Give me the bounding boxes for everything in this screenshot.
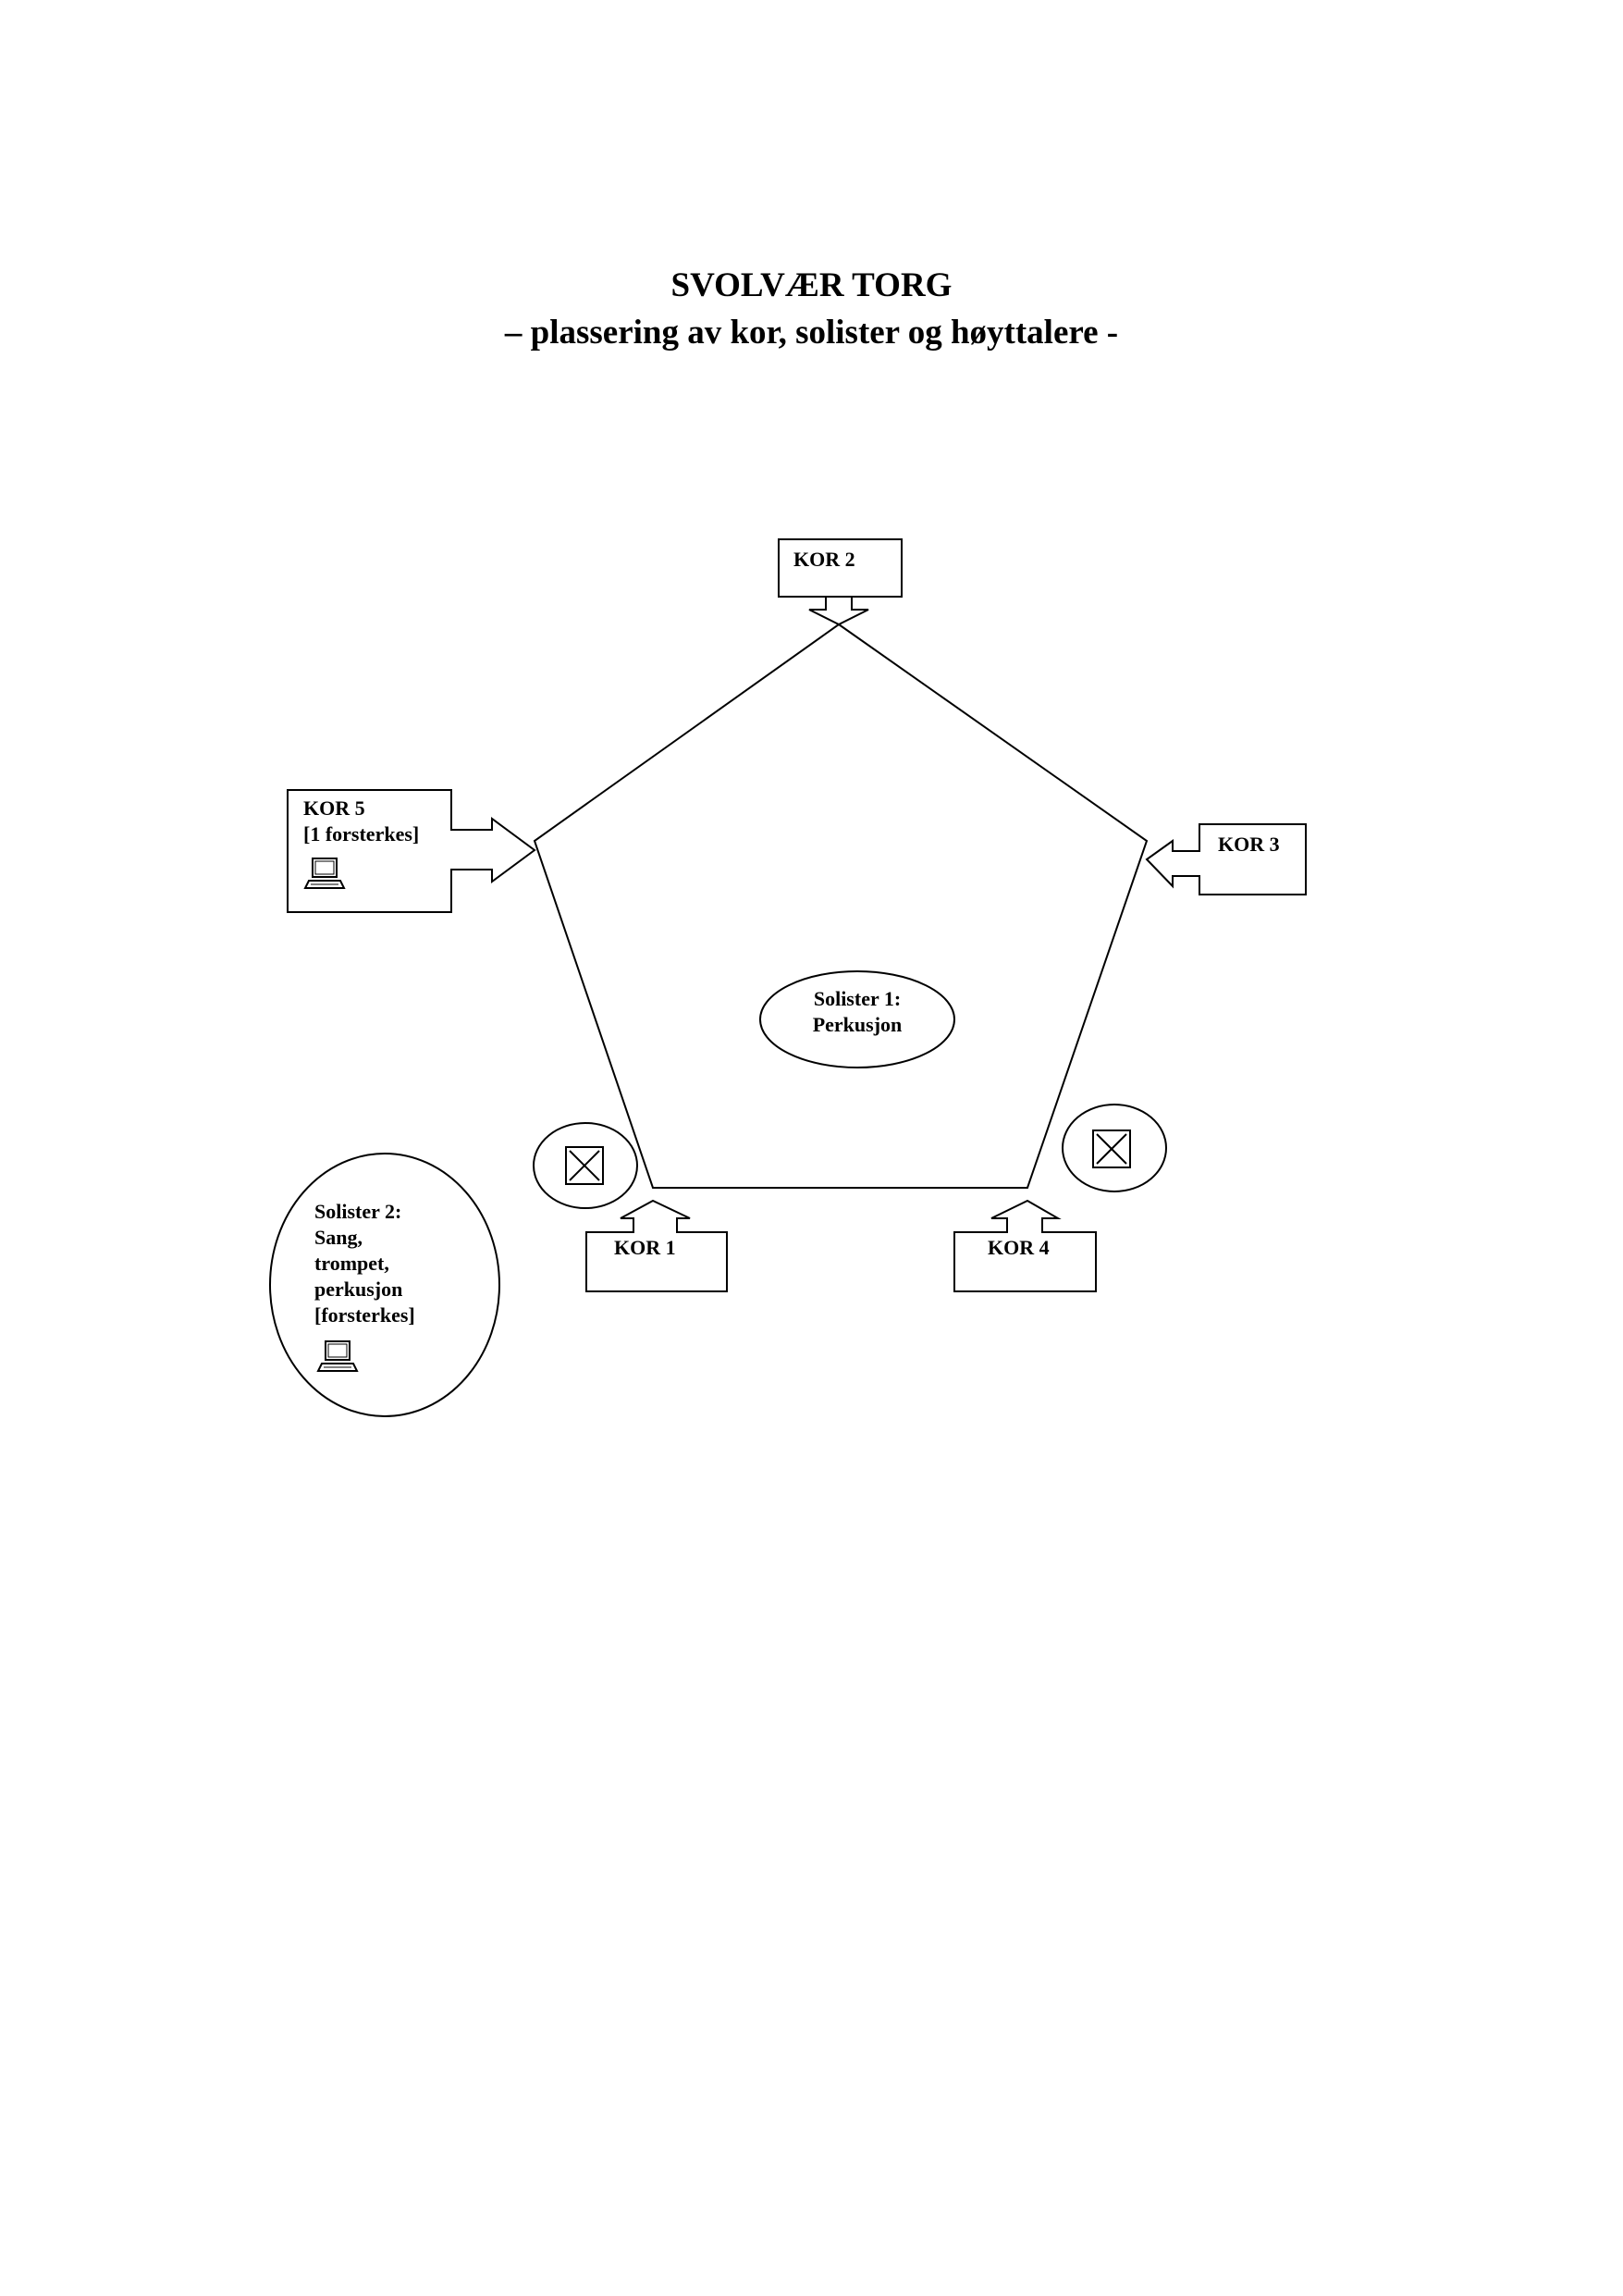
diagram-subtitle: – plassering av kor, solister og høyttal… — [504, 314, 1119, 352]
speaker-right — [1063, 1105, 1166, 1191]
solister1-line2: Perkusjon — [812, 1013, 903, 1036]
kor4-label: KOR 4 — [988, 1236, 1050, 1259]
speaker-left — [534, 1123, 637, 1208]
kor2-label: KOR 2 — [793, 548, 855, 571]
kor5-callout — [288, 790, 535, 912]
kor3-label: KOR 3 — [1218, 833, 1280, 856]
kor4-callout — [954, 1201, 1096, 1291]
diagram-title: SVOLVÆR TORG — [670, 266, 953, 304]
solister1-label: Solister 1: Perkusjon — [765, 986, 950, 1038]
kor1-label: KOR 1 — [614, 1236, 676, 1259]
kor5-label: KOR 5 — [303, 796, 365, 820]
solister1-ellipse — [760, 971, 954, 1068]
solister1-line1: Solister 1: — [813, 987, 902, 1010]
solister2-line3: trompet, — [314, 1252, 389, 1275]
speaker-left-circle — [534, 1123, 637, 1208]
kor1-callout — [586, 1201, 727, 1291]
solister2-line1: Solister 2: — [314, 1200, 402, 1223]
speaker-box-icon — [1093, 1130, 1130, 1167]
solister2-label: Solister 2: Sang, trompet, perkusjon [fo… — [314, 1199, 415, 1328]
pentagon-stage — [535, 624, 1147, 1188]
solister2-line5: [forsterkes] — [314, 1303, 415, 1327]
computer-icon — [305, 858, 344, 888]
speaker-right-circle — [1063, 1105, 1166, 1191]
kor5-note: [1 forsterkes] — [303, 822, 420, 846]
kor3-callout — [1147, 824, 1306, 895]
kor2-arrow — [809, 597, 868, 624]
solister2-ellipse — [270, 1154, 499, 1416]
speaker-box-icon — [566, 1147, 603, 1184]
computer-icon — [318, 1341, 357, 1371]
solister2-line2: Sang, — [314, 1226, 363, 1249]
solister2-line4: perkusjon — [314, 1278, 403, 1301]
